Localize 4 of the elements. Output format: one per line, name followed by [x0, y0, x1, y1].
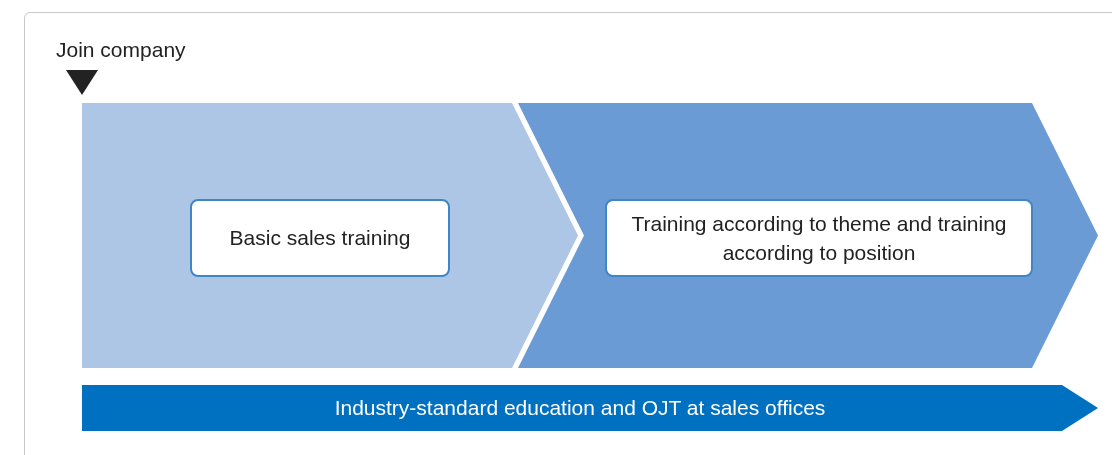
training-box: Training according to theme and training according to position: [605, 199, 1033, 277]
milestone-label: Join company: [56, 38, 186, 62]
band-text: Industry-standard education and OJT at sales offices: [334, 396, 826, 420]
training-box: Basic sales training: [190, 199, 450, 277]
